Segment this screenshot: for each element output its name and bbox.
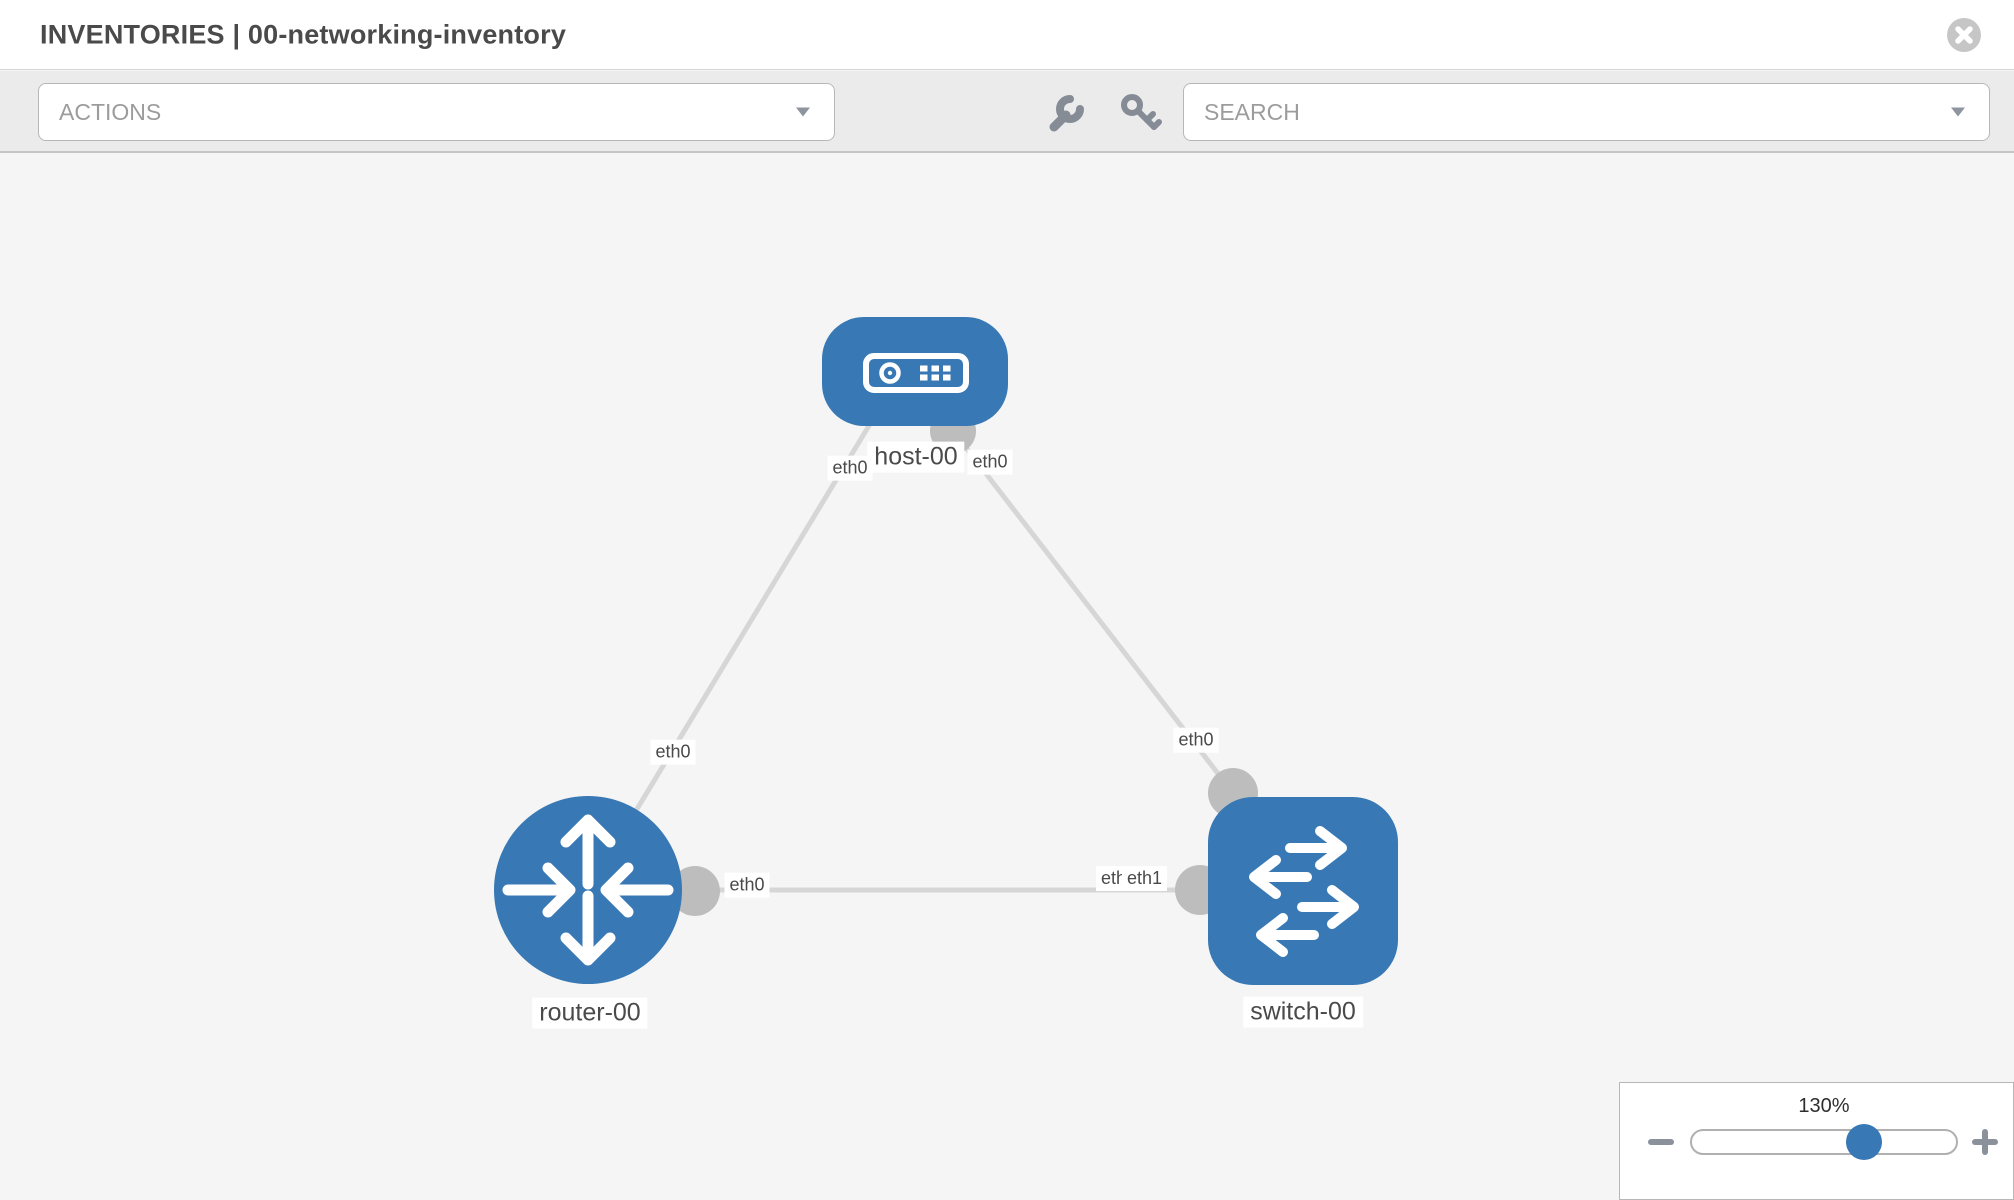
plus-icon [1982, 1129, 1988, 1155]
caret-down-icon [796, 107, 810, 117]
node-label: switch-00 [1243, 996, 1363, 1028]
zoom-slider-thumb[interactable] [1846, 1124, 1882, 1160]
interface-port [670, 866, 720, 916]
interface-label: eth0 [1173, 727, 1219, 753]
interface-label: eth0 [967, 449, 1013, 475]
page-title: INVENTORIES | 00-networking-inventory [40, 19, 567, 49]
router-icon [502, 814, 674, 966]
search-dropdown[interactable]: SEARCH [1183, 83, 1990, 141]
interface-label: eth0 [827, 455, 873, 481]
close-button[interactable] [1946, 17, 1982, 53]
minus-icon [1648, 1139, 1674, 1145]
search-dropdown-label: SEARCH [1204, 98, 1300, 125]
key-button[interactable] [1117, 90, 1163, 136]
switch-icon [1249, 826, 1359, 957]
key-icon [1121, 94, 1162, 130]
close-icon [1947, 18, 1981, 52]
node-switch-00[interactable] [1208, 797, 1398, 985]
node-host-00[interactable] [822, 317, 1008, 426]
wrench-icon [1049, 95, 1084, 132]
zoom-panel: 130% [1619, 1082, 2014, 1200]
zoom-in-button[interactable] [1968, 1125, 2002, 1159]
zoom-level-label: 130% [1798, 1095, 1850, 1117]
interface-label: eth1 [1122, 866, 1168, 891]
header: INVENTORIES | 00-networking-inventory [0, 0, 2014, 70]
actions-dropdown-label: ACTIONS [59, 98, 162, 125]
node-label: router-00 [532, 997, 648, 1029]
node-label: host-00 [867, 441, 965, 473]
topology-canvas[interactable]: host-00 router-00 switch-00 eth0 eth0 et… [0, 155, 2014, 1200]
host-icon [863, 353, 969, 393]
interface-label: eth0 [650, 739, 696, 765]
zoom-slider-track[interactable] [1690, 1129, 1958, 1155]
zoom-out-button[interactable] [1644, 1125, 1678, 1159]
toolbar: ACTIONS SEARCH [0, 71, 2014, 153]
node-router-00[interactable] [494, 796, 682, 984]
caret-down-icon [1951, 107, 1965, 117]
actions-dropdown[interactable]: ACTIONS [38, 83, 835, 141]
wrench-button[interactable] [1043, 90, 1089, 136]
interface-label: eth0 [724, 872, 770, 898]
